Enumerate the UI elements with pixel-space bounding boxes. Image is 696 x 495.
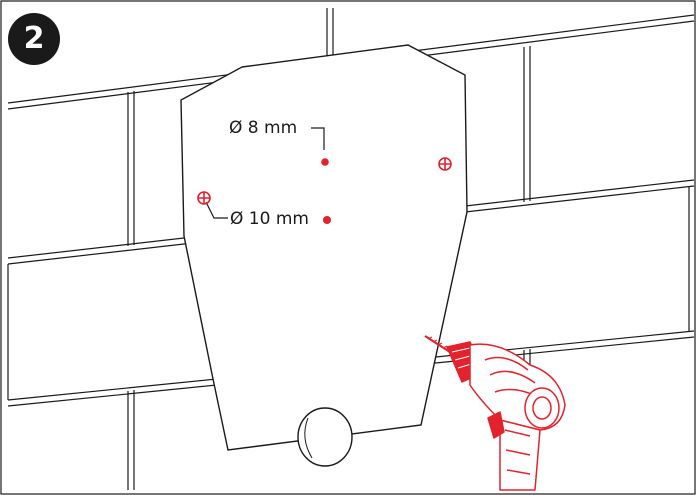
drill-icon bbox=[424, 335, 566, 491]
crosshair-icon bbox=[438, 157, 452, 171]
hole-marker-8mm bbox=[321, 158, 329, 166]
mounting-template bbox=[180, 44, 468, 451]
hole-marker-10mm bbox=[323, 216, 331, 224]
hole-size-label-8mm: Ø 8 mm bbox=[229, 118, 298, 138]
brick-wall bbox=[7, 8, 695, 490]
leader-8mm bbox=[311, 127, 325, 150]
leader-10mm bbox=[205, 201, 228, 219]
crosshair-icon bbox=[197, 191, 211, 205]
step-number-badge: 2 bbox=[8, 13, 60, 65]
hole-size-label-10mm: Ø 10 mm bbox=[230, 209, 309, 229]
cable-hole bbox=[297, 407, 353, 467]
